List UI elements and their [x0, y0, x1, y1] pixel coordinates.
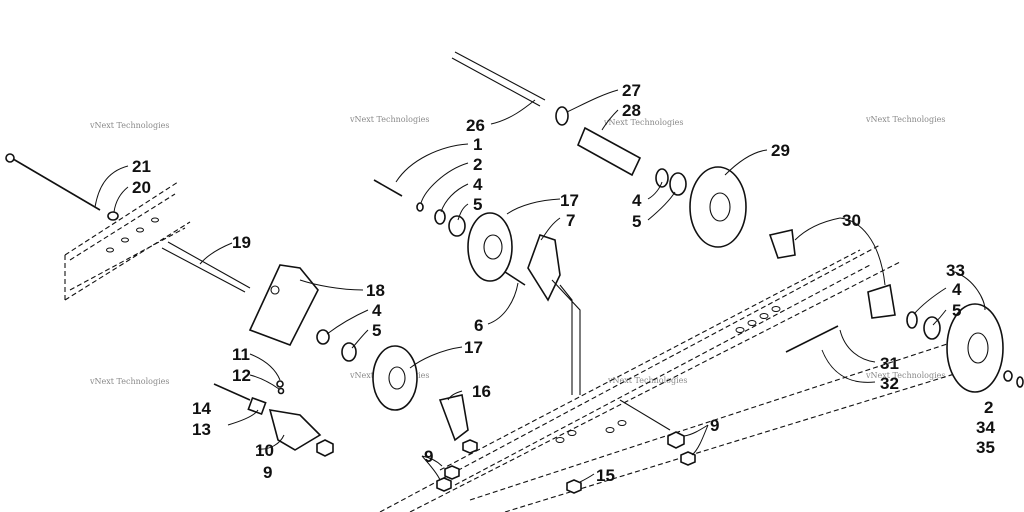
main-slide-rail [106, 217, 1001, 512]
bolt-31 [785, 325, 839, 353]
callout-35: 35 [976, 438, 995, 457]
callout-2: 2 [473, 155, 482, 174]
bolt-14 [213, 383, 251, 401]
callout-10: 10 [255, 441, 274, 460]
callout-9: 9 [424, 447, 433, 466]
callout-4: 4 [473, 175, 483, 194]
callout-15: 15 [596, 466, 615, 485]
callout-19: 19 [232, 233, 251, 252]
parts [5, 51, 1024, 494]
callout-17: 17 [464, 338, 483, 357]
nut-15 [566, 479, 582, 494]
arm-10 [268, 409, 322, 451]
callout-5: 5 [473, 195, 482, 214]
callout-13: 13 [192, 420, 211, 439]
callout-14: 14 [192, 399, 211, 418]
callout-27: 27 [622, 81, 641, 100]
callout-30: 30 [842, 211, 861, 230]
watermark: vNext Technologies [607, 376, 687, 385]
tube-28 [576, 126, 642, 177]
callout-9: 9 [263, 463, 272, 482]
callout-11: 11 [232, 345, 250, 364]
callout-2: 2 [984, 398, 993, 417]
callouts: 1 2 4 5 17 7 6 26 27 28 29 4 5 21 20 19 … [132, 81, 995, 485]
rod-26 [451, 51, 546, 107]
idler-wheel-33 [946, 303, 1004, 393]
long-bolt [7, 155, 101, 211]
washer-27 [555, 106, 569, 126]
callout-4: 4 [372, 301, 382, 320]
nut-9a [316, 439, 334, 457]
watermark: vNext Technologies [89, 121, 169, 130]
watermark: vNext Technologies [349, 115, 429, 124]
left-slide-rail [64, 181, 191, 301]
callout-12: 12 [232, 366, 251, 385]
callout-16: 16 [472, 382, 491, 401]
idler-wheel-17b [372, 345, 418, 411]
arm-bracket [248, 264, 319, 347]
callout-5: 5 [372, 321, 381, 340]
callout-5: 5 [952, 301, 961, 320]
hub-30a [768, 229, 796, 259]
callout-7: 7 [566, 211, 575, 230]
idler-wheel-29 [689, 166, 747, 248]
callout-20: 20 [132, 178, 151, 197]
bolt-1 [373, 179, 403, 197]
callout-18: 18 [366, 281, 385, 300]
callout-4: 4 [952, 280, 962, 299]
callout-26: 26 [466, 116, 485, 135]
callout-4: 4 [632, 191, 642, 210]
callout-1: 1 [473, 135, 482, 154]
watermark: vNext Technologies [603, 118, 683, 127]
callout-33: 33 [946, 261, 965, 280]
callout-32: 32 [880, 374, 899, 393]
idler-wheel-17a [467, 212, 513, 282]
callout-28: 28 [622, 101, 641, 120]
callout-34: 34 [976, 418, 995, 437]
watermark: vNext Technologies [89, 377, 169, 386]
axle-19 [161, 241, 251, 293]
callout-31: 31 [880, 354, 899, 373]
callout-6: 6 [474, 316, 483, 335]
bracket-7 [527, 233, 561, 302]
hub-30b [867, 283, 896, 319]
watermark: vNext Technologies [865, 115, 945, 124]
callout-5: 5 [632, 212, 641, 231]
leader-lines [94, 89, 986, 483]
watermark: vNext Technologies [865, 371, 945, 380]
washer-20 [107, 211, 119, 221]
callout-17: 17 [560, 191, 579, 210]
callout-21: 21 [132, 157, 151, 176]
callout-9: 9 [710, 416, 719, 435]
bracket-16 [438, 394, 469, 442]
callout-29: 29 [771, 141, 790, 160]
bolt-6 [504, 271, 526, 286]
